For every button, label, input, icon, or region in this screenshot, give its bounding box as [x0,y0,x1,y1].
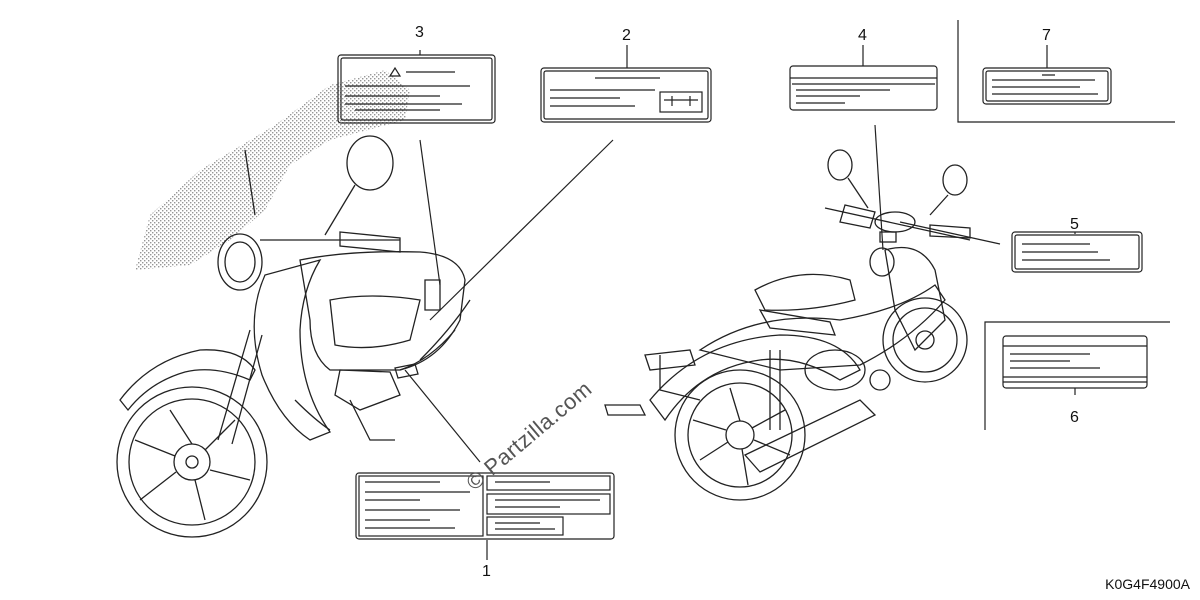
callout-3: 3 [415,24,424,41]
label-5 [1011,231,1143,273]
leader-lines [404,45,1076,560]
label-7 [982,67,1112,105]
left-motorcycle [116,135,471,538]
callout-7: 7 [1042,27,1051,44]
label-1 [355,472,615,540]
label-6 [1002,335,1148,389]
label-4 [789,65,938,111]
label-2 [540,67,712,123]
label-3 [337,54,496,124]
callout-1: 1 [482,563,491,580]
right-motorcycle [604,149,971,501]
label-7-bracket [957,20,1175,123]
diagram-code: K0G4F4900A [1105,576,1190,592]
label-6-bracket [984,321,1170,430]
callout-4: 4 [858,27,867,44]
callout-6: 6 [1070,409,1079,426]
callout-5: 5 [1070,216,1079,233]
callout-2: 2 [622,27,631,44]
